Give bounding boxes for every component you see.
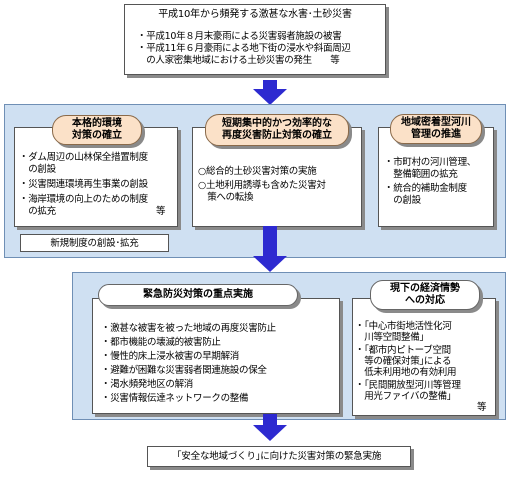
arrow-3-stem (263, 414, 277, 426)
col3-line-1: ・市町村の河川管理、 (384, 157, 477, 168)
col1-line-etc: 等 (156, 206, 166, 217)
section1-col3-title: 地域密着型河川 管理の推進 (390, 114, 482, 144)
top-box-title: 平成10年から頻発する激甚な水害･土砂災害 (158, 9, 352, 20)
right-title-line-2: への対応 (405, 295, 445, 306)
col3-title-line-1: 地域密着型河川 (401, 117, 471, 128)
col1-line-3: ・災害関連環境再生事業の創設 (19, 179, 148, 190)
col2-title-line-1: 短期集中的かつ効率的な (222, 118, 332, 129)
col3-line-3: ・統合的補助金制度 (384, 183, 467, 194)
arrow-1-head (253, 89, 287, 105)
left-line-2: ・都市機能の壊滅的被害防止 (101, 337, 221, 348)
bottom-box-text: ｢安全な地域づくり｣に向けた災害対策の緊急実施 (176, 451, 382, 462)
top-box-line-1: ・平成10年８月末豪雨による災害弱者施設の被害 (137, 31, 342, 42)
col3-title-line-2: 管理の推進 (411, 129, 461, 140)
right-line-etc: 等 (477, 402, 487, 413)
arrow-3-head (253, 425, 287, 441)
section1-col2-title: 短期集中的かつ効率的な 再度災害防止対策の確立 (205, 114, 349, 146)
section2-right-title: 現下の経済情勢 への対応 (370, 280, 480, 310)
top-box: 平成10年から頻発する激甚な水害･土砂災害 ・平成10年８月末豪雨による災害弱者… (124, 4, 386, 75)
left-line-1: ・激甚な被害を被った地域の再度災害防止 (101, 323, 276, 334)
section1-footer-label: 新規制度の創設･拡充 (20, 234, 169, 252)
col1-line-1: ・ダム周辺の山林保全措置制度 (19, 152, 148, 163)
section1-footer-text: 新規制度の創設･拡充 (50, 238, 139, 249)
section2-left-box: ・激甚な被害を被った地域の再度災害防止 ・都市機能の壊滅的被害防止 ・慢性的床上… (92, 298, 340, 414)
col1-line-2: の創設 (19, 164, 56, 175)
col1-line-5: の拡充 (19, 206, 56, 217)
arrow-2-head (253, 256, 287, 272)
col2-line-2: ○土地利用誘導も含めた災害対 (198, 180, 326, 191)
section2-left-title: 緊急防災対策の重点実施 (98, 284, 298, 306)
col1-line-4: ・海岸環境の向上のための制度 (19, 194, 148, 205)
right-line-7: 用光ファイバの整備｣ (355, 391, 452, 402)
right-line-1: ・｢中心市街地活性化河 (355, 321, 452, 332)
col2-title-line-2: 再度災害防止対策の確立 (222, 130, 332, 141)
col1-title-line-2: 対策の確立 (72, 130, 122, 141)
right-line-5: 低未利用地の有効利用 (355, 367, 457, 378)
right-line-3: ・｢都市内ピトーブ空間 (355, 345, 451, 356)
col2-line-3: 策への転換 (198, 192, 254, 203)
col3-line-2: 整備範囲の拡充 (384, 169, 458, 180)
section1-col1-title: 本格的環境 対策の確立 (52, 115, 142, 145)
arrow-2-stem (263, 226, 277, 257)
section2-right-box: ・｢中心市街地活性化河 川等空間整備｣ ・｢都市内ピトーブ空間 等の確保対策｣に… (352, 298, 496, 416)
left-line-5: ・渇水頻発地区の解消 (101, 379, 194, 390)
left-line-4: ・避難が困難な災害弱者関連施設の保全 (101, 365, 267, 376)
left-line-3: ・慢性的床上浸水被害の早期解消 (101, 351, 240, 362)
right-line-6: ・｢民間開放型河川等管理 (355, 380, 461, 391)
col2-line-1: ○総合的土砂災害対策の実施 (198, 166, 317, 177)
right-line-2: 川等空間整備｣ (355, 332, 424, 343)
right-line-4: 等の確保対策｣による (355, 356, 452, 367)
left-line-6: ・災害情報伝達ネットワークの整備 (101, 393, 249, 404)
top-box-line-2: ・平成11年６月豪雨による地下街の浸水や斜面周辺 (137, 43, 351, 54)
right-title-line-1: 現下の経済情勢 (390, 283, 460, 294)
col1-title-line-1: 本格的環境 (72, 118, 122, 129)
col3-line-4: の創設 (384, 195, 421, 206)
top-box-line-3: の人家密集地域における土砂災害の発生 等 (137, 55, 340, 66)
bottom-box: ｢安全な地域づくり｣に向けた災害対策の緊急実施 (147, 446, 411, 467)
left-title-text: 緊急防災対策の重点実施 (143, 289, 253, 300)
arrow-1-stem (263, 80, 277, 90)
